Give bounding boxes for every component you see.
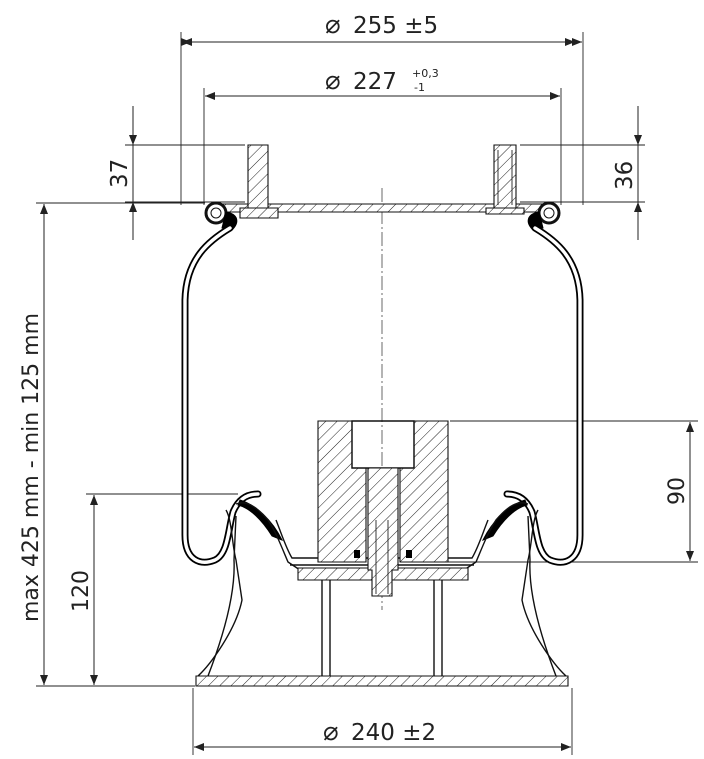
left-stud-dimension: 37 — [107, 106, 245, 240]
piston-base — [195, 675, 569, 687]
left-stud — [247, 144, 269, 219]
base-diameter-dimension: ⌀ 240 ±2 — [192, 688, 573, 755]
left-stud-label: 37 — [107, 159, 133, 188]
right-stud-label: 36 — [612, 161, 638, 190]
plate-tolerance-upper: +0,3 — [412, 67, 439, 80]
base-diameter-label: 240 ±2 — [351, 720, 436, 746]
piston-height-dimension: 120 — [69, 493, 238, 685]
rubber-bellow — [181, 224, 584, 566]
outer-diameter-label: 255 ±5 — [353, 13, 438, 39]
plate-diameter-dimension: ⌀ 227 +0,3 -1 — [203, 66, 562, 205]
insert-left — [317, 420, 367, 563]
insert — [317, 420, 449, 597]
piston-height-label: 120 — [69, 570, 94, 612]
insert-height-label: 90 — [665, 477, 690, 505]
top-plate — [221, 144, 546, 219]
center-bolt — [367, 467, 399, 597]
height-range-dimension: max 425 mm - min 125 mm — [19, 202, 205, 687]
diameter-symbol-plate: ⌀ — [325, 66, 341, 96]
right-stud — [493, 144, 517, 213]
diameter-symbol: ⌀ — [325, 10, 341, 40]
crimp-right — [527, 201, 561, 231]
right-stud-dimension: 36 — [520, 106, 645, 240]
plate-diameter-label: 227 — [353, 69, 397, 95]
insert-right — [399, 420, 449, 563]
diameter-symbol-base: ⌀ — [323, 717, 339, 747]
insert-height-dimension: 90 — [400, 420, 698, 563]
plate-tolerance-lower: -1 — [414, 81, 425, 94]
crimp-left — [204, 201, 238, 231]
outer-diameter-dimension: ⌀ 255 ±5 — [180, 10, 584, 205]
height-range-label: max 425 mm - min 125 mm — [19, 313, 44, 622]
